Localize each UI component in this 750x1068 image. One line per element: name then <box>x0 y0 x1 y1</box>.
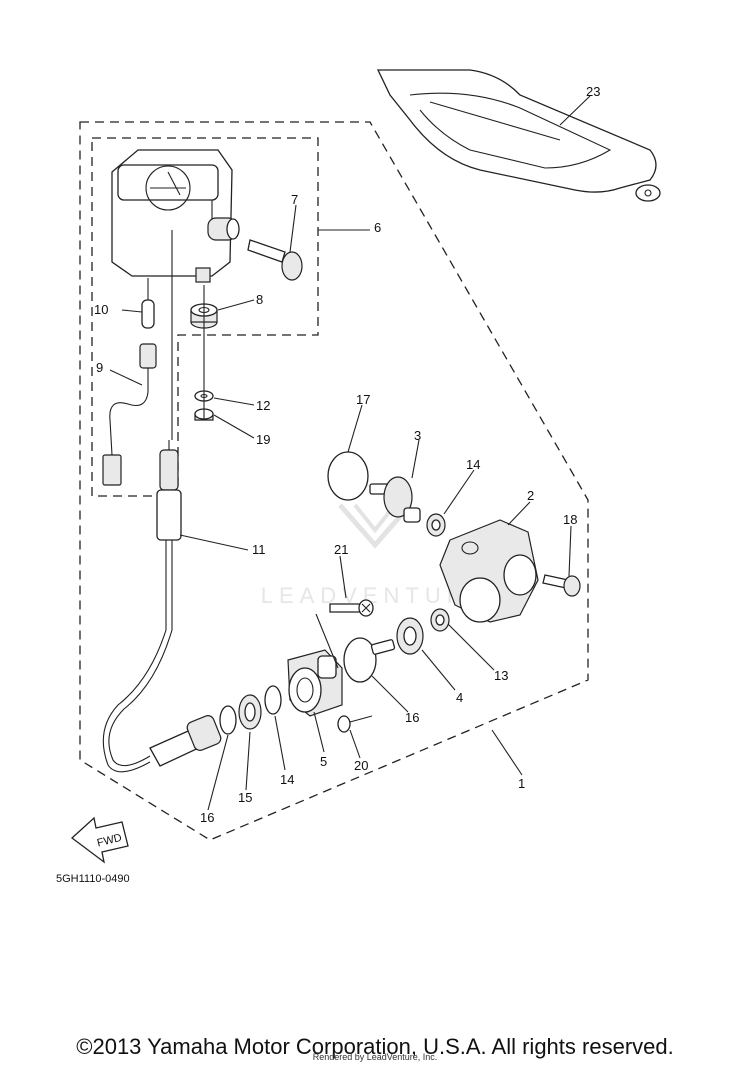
callout-22: 21 <box>334 542 348 557</box>
o-ring-18 <box>327 451 369 501</box>
screw-22 <box>329 599 374 617</box>
gear-housing <box>287 649 343 717</box>
bushing-14-lower <box>430 608 450 632</box>
copyright-notice: ©2013 Yamaha Motor Corporation, U.S.A. A… <box>76 1034 674 1059</box>
callout-12: 12 <box>256 398 270 413</box>
callout-23: 23 <box>586 84 600 99</box>
worm-gear <box>369 476 421 523</box>
callout-7: 7 <box>291 192 298 207</box>
callout-14-lower: 13 <box>494 668 508 683</box>
callout-15: 15 <box>238 790 252 805</box>
fwd-arrow: FWD <box>70 816 129 864</box>
callout-6: 6 <box>374 220 381 235</box>
callout-3: 3 <box>414 428 421 443</box>
callout-9: 9 <box>96 360 103 375</box>
callout-5: 5 <box>320 754 327 769</box>
callout-11: 11 <box>252 542 266 557</box>
bushing-14-upper <box>426 513 446 537</box>
callout-1: 1 <box>518 776 525 791</box>
callout-18: 17 <box>356 392 370 407</box>
rendered-by-notice: Rendered by LeadVenture, Inc. <box>312 1052 438 1062</box>
gear-box <box>439 519 539 623</box>
callout-10: 10 <box>94 302 108 317</box>
callout-20: 19 <box>256 432 270 447</box>
oil-seal <box>238 694 262 730</box>
meter-assembly-outline <box>91 137 319 497</box>
washer-13 <box>264 685 282 715</box>
diagram-code: 5GH1110-0490 <box>56 873 130 885</box>
bolt-19 <box>542 574 581 597</box>
leader-22-5 <box>315 613 339 669</box>
callout-labels: 23 6 7 8 10 9 12 19 11 17 3 14 2 18 21 1… <box>94 84 600 825</box>
bulb <box>141 278 155 329</box>
bulb-socket-wire <box>102 343 157 486</box>
callout-13: 14 <box>280 772 294 787</box>
callout-19: 18 <box>563 512 577 527</box>
drive-gear <box>370 617 424 655</box>
callout-21: 20 <box>354 758 368 773</box>
callout-14-upper: 14 <box>466 457 480 472</box>
speedometer-cable <box>102 440 222 773</box>
callout-8: 8 <box>256 292 263 307</box>
meter-cover <box>376 69 661 202</box>
screw-21 <box>337 715 373 733</box>
reset-knob <box>247 239 303 281</box>
callout-16: 16 <box>200 810 214 825</box>
assembly-outline <box>79 121 589 841</box>
callout-17: 16 <box>405 710 419 725</box>
o-ring-17 <box>343 637 377 683</box>
o-ring-16 <box>219 705 237 735</box>
callout-2: 2 <box>527 488 534 503</box>
leader-lines <box>109 95 591 811</box>
callout-4: 4 <box>456 690 463 705</box>
fwd-label: FWD <box>96 832 123 850</box>
speedometer-meter <box>111 149 240 283</box>
